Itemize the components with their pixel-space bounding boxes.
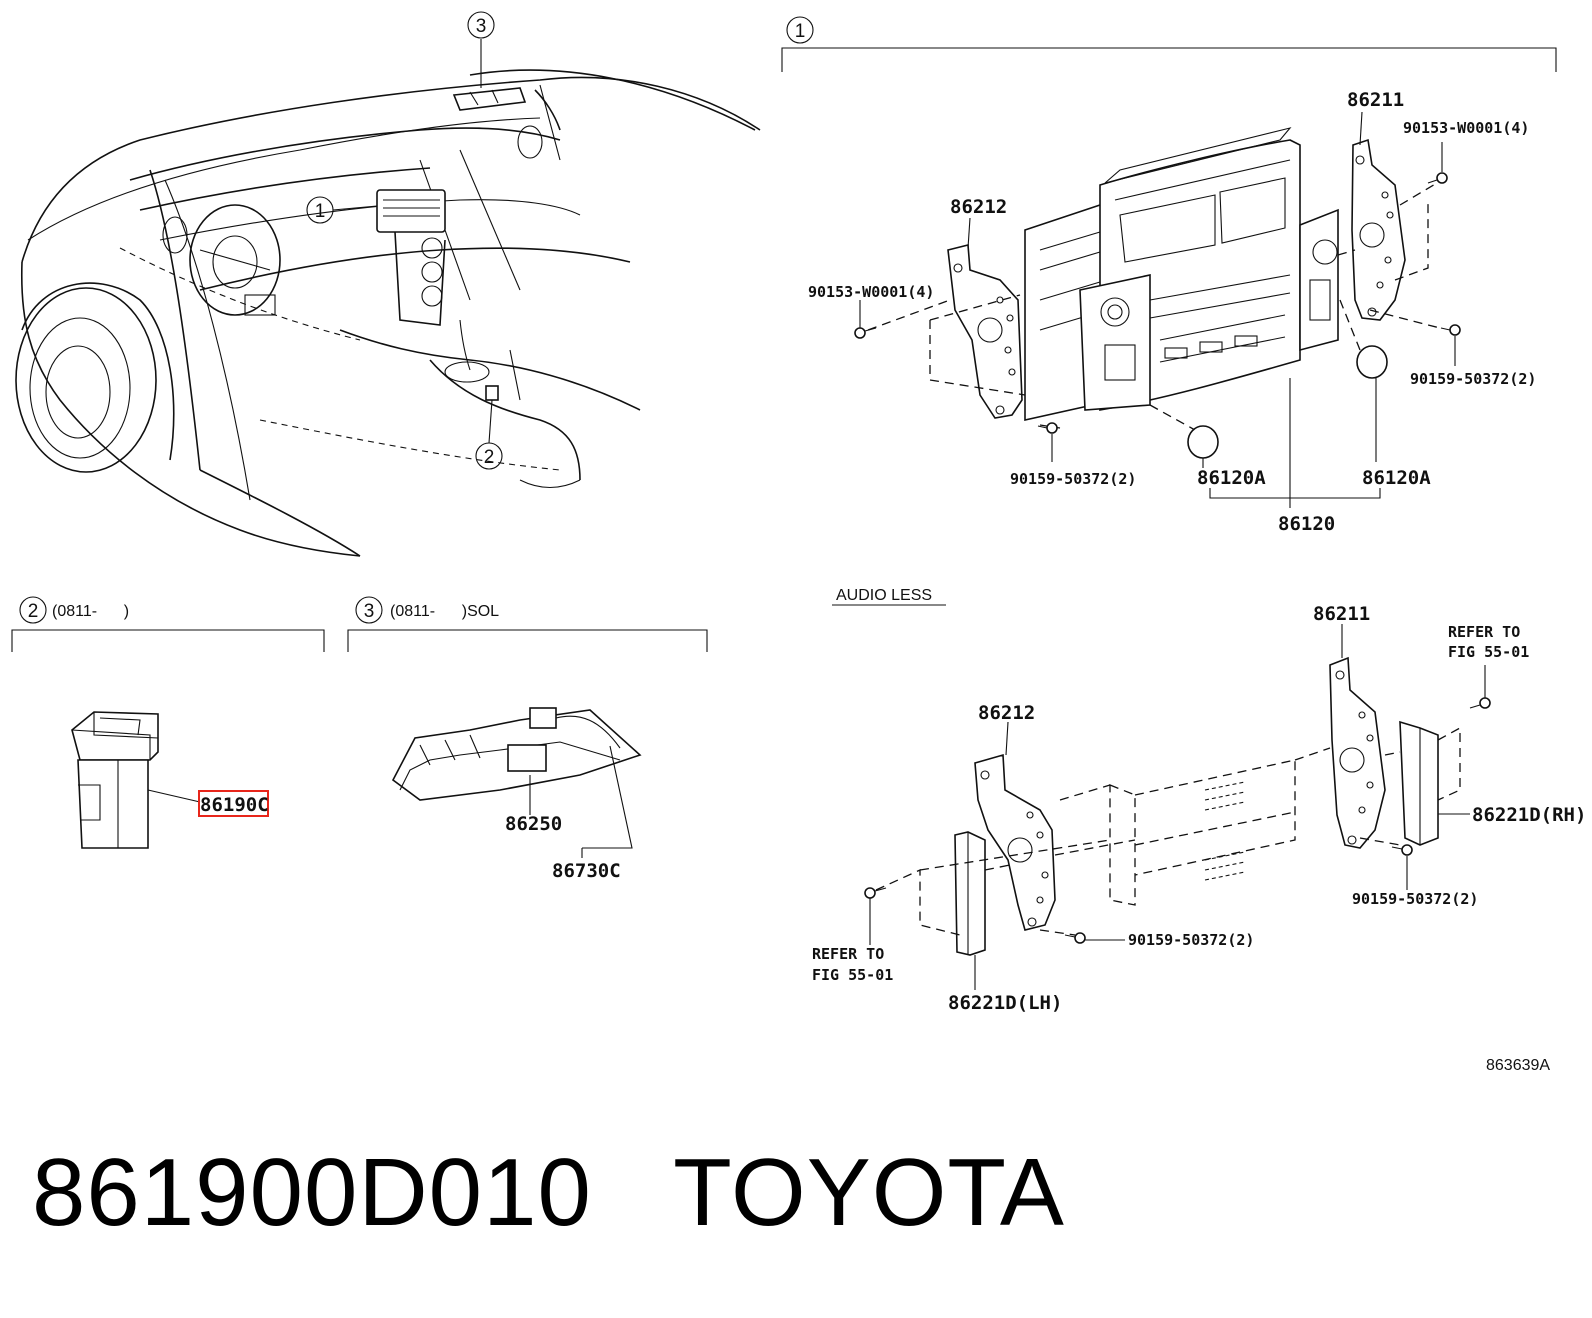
label-90159-al-lh: 90159-50372(2) [1128,931,1254,949]
bolt-refer-rh-icon [1469,697,1491,709]
screw-90159-left-icon [1037,422,1058,434]
room-lamp-86250-icon [391,707,642,858]
section-date-range: (0811- )SOL [390,603,499,620]
bracket-lh-86212 [947,243,1023,419]
label-86730C: 86730C [552,860,621,882]
label-86221D-RH: 86221D(RH) [1472,804,1586,826]
figure-code: 863639A [1486,1057,1550,1074]
car-callout-2: 2 [475,442,503,470]
highlight-86190C [198,790,269,817]
label-86250: 86250 [505,813,562,835]
label-refer-rh-2: FIG 55-01 [1448,643,1529,661]
section-date-range: (0811- ) [52,603,129,620]
brand-name: TOYOTA [673,1139,1065,1246]
section-callout-number: 3 [364,601,375,622]
car-interior-illustration [15,39,761,557]
switch-86190C-icon [71,711,201,849]
section-1-header: 1 [781,16,1557,72]
label-90153-top: 90153-W0001(4) [1403,119,1529,137]
section-3-header: 3 (0811- )SOL [347,596,708,652]
label-90159-left: 90159-50372(2) [1010,470,1136,488]
section-callout-number: 1 [795,21,806,42]
screw-90159-al-rh-icon [1391,844,1413,856]
bolt-90153-top-icon [1427,172,1448,184]
label-86212-al: 86212 [978,702,1035,724]
label-86212: 86212 [950,196,1007,218]
label-86120A-right: 86120A [1362,467,1431,489]
part-number: 861900D010 [32,1139,592,1246]
knob-right-icon [1356,345,1388,379]
callout-number: 2 [484,447,495,468]
callout-number: 1 [315,201,326,222]
section-2-header: 2 (0811- ) [11,596,325,652]
assembly-dashes-main [867,179,1443,431]
car-callout-1: 1 [306,196,334,224]
label-86120: 86120 [1278,513,1335,535]
audio-less-header: AUDIO LESS [832,587,946,606]
knob-left-icon [1187,425,1219,459]
audio-less-label: AUDIO LESS [836,587,932,604]
label-86221D-LH: 86221D(LH) [948,992,1062,1014]
callout-number: 3 [476,16,487,37]
car-callout-3: 3 [467,11,495,39]
label-refer-lh-2: FIG 55-01 [812,966,893,984]
leaders-main [859,111,1456,508]
label-86120A-left: 86120A [1197,467,1266,489]
label-90153-left: 90153-W0001(4) [808,283,934,301]
label-86211-al: 86211 [1313,603,1370,625]
label-86211: 86211 [1347,89,1404,111]
bolt-refer-lh-icon [864,887,887,899]
bolt-90153-left-icon [854,327,877,339]
product-title: 861900D010 TOYOTA [32,1138,1065,1248]
bracket-rh-86211 [1351,138,1406,321]
section-callout-number: 2 [28,601,39,622]
label-90159-right: 90159-50372(2) [1410,370,1536,388]
screw-90159-al-lh-icon [1064,932,1086,944]
screw-90159-right-icon [1440,324,1461,336]
label-90159-al-rh: 90159-50372(2) [1352,890,1478,908]
label-refer-lh-1: REFER TO [812,945,884,963]
label-86190C: 86190C [200,794,269,816]
audio-less-assembly [875,656,1461,956]
leaders-audio-less [869,624,1486,990]
label-refer-rh-1: REFER TO [1448,623,1520,641]
audio-unit-assembly [1024,127,1339,421]
